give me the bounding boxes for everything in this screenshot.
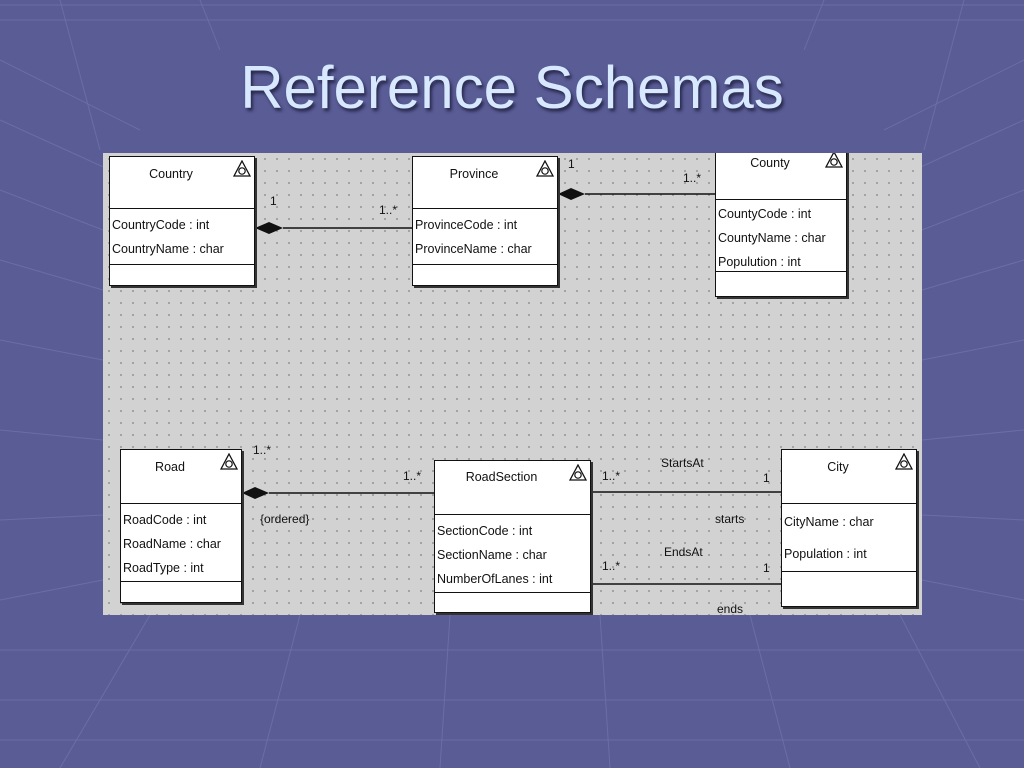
class-name: Country	[149, 167, 193, 181]
multiplicity-label: 1..*	[683, 171, 702, 185]
multiplicity-label: 1..*	[602, 469, 621, 483]
class-city[interactable]: City CityName : char Population : int	[781, 449, 917, 607]
association-name-label: EndsAt	[664, 545, 703, 559]
multiplicity-label: 1..*	[403, 469, 422, 483]
multiplicity-label: 1	[763, 471, 770, 485]
composition-diamond-icon	[558, 188, 585, 200]
composition-diamond-icon	[255, 222, 283, 234]
triangle-circle-icon	[220, 453, 238, 470]
class-province[interactable]: Province ProvinceCode : int ProvinceName…	[412, 156, 558, 286]
multiplicity-label: 1	[568, 157, 575, 171]
role-label: ends	[717, 602, 744, 615]
attribute: RoadName : char	[123, 537, 221, 551]
association-name-label: StartsAt	[661, 456, 704, 470]
slide-title: Reference Schemas	[240, 54, 784, 121]
class-name: County	[750, 156, 790, 170]
attribute: CountryName : char	[112, 242, 224, 256]
class-name: City	[827, 460, 849, 474]
attribute: CountyCode : int	[718, 207, 812, 221]
triangle-circle-icon	[536, 160, 554, 177]
multiplicity-label: 1	[763, 561, 770, 575]
class-name: Road	[155, 460, 185, 474]
attribute: NumberOfLanes : int	[437, 572, 553, 586]
class-road[interactable]: Road RoadCode : int RoadName : char Road…	[120, 449, 242, 603]
uml-diagram-canvas: Country CountryCode : int CountryName : …	[103, 153, 922, 615]
class-county[interactable]: County CountyCode : int CountyName : cha…	[715, 153, 847, 297]
constraint-label: {ordered}	[260, 512, 310, 526]
composition-diamond-icon	[242, 487, 269, 499]
multiplicity-label: 1..*	[602, 559, 621, 573]
multiplicity-label: 1	[270, 194, 277, 208]
class-roadsection[interactable]: RoadSection SectionCode : int SectionNam…	[434, 460, 591, 613]
triangle-circle-icon	[233, 160, 251, 177]
association-lines	[242, 188, 781, 585]
multiplicity-label: 1..*	[253, 443, 272, 457]
attribute: SectionCode : int	[437, 524, 533, 538]
class-name: RoadSection	[465, 470, 538, 484]
triangle-circle-icon	[569, 464, 587, 481]
attribute: ProvinceCode : int	[415, 218, 518, 232]
attribute: RoadCode : int	[123, 513, 207, 527]
role-label: starts	[715, 512, 745, 526]
class-country[interactable]: Country CountryCode : int CountryName : …	[109, 156, 255, 286]
attribute: Population : int	[784, 547, 867, 561]
attribute: Populution : int	[718, 255, 801, 269]
attribute: CountryCode : int	[112, 218, 210, 232]
class-name: Province	[449, 167, 499, 181]
triangle-circle-icon	[895, 453, 913, 470]
attribute: ProvinceName : char	[415, 242, 532, 256]
triangle-circle-icon	[825, 153, 843, 168]
multiplicity-label: 1..*	[379, 203, 398, 217]
attribute: CountyName : char	[718, 231, 826, 245]
attribute: SectionName : char	[437, 548, 547, 562]
attribute: RoadType : int	[123, 561, 204, 575]
attribute: CityName : char	[784, 515, 874, 529]
